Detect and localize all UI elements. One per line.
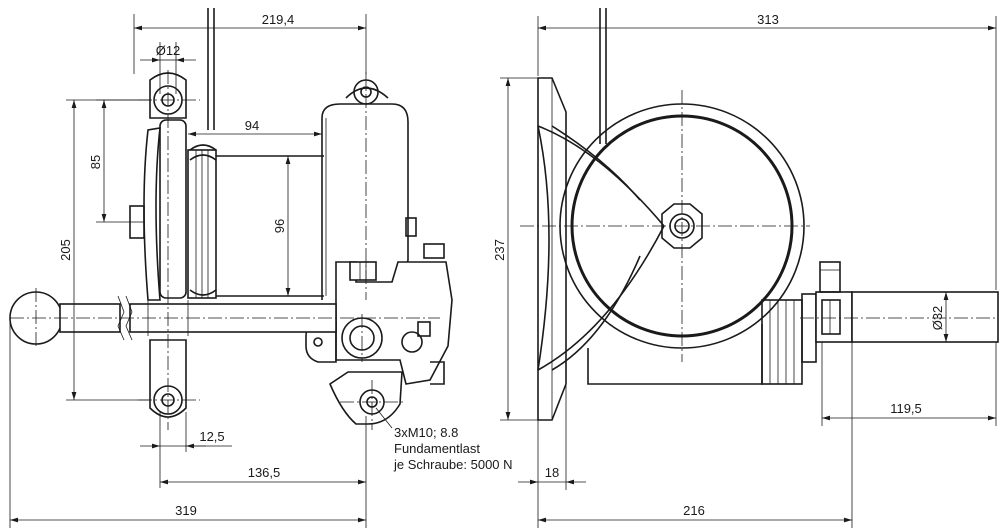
- note-line-2: Fundamentlast: [394, 441, 480, 456]
- dim-319: 319: [175, 503, 197, 518]
- front-view-dimensions: 219,4 Ø12 94 85 96 205 12,5 13: [9, 12, 393, 528]
- dim-119-5: 119,5: [890, 401, 922, 416]
- side-view-dimensions: 313 237 Ø32 119,5 18 216: [492, 12, 997, 528]
- side-view: [520, 8, 999, 421]
- dim-85: 85: [88, 155, 103, 169]
- bolt-note: 3xM10; 8.8 Fundamentlast je Schraube: 50…: [393, 425, 513, 472]
- front-view: [9, 8, 453, 430]
- dim-216: 216: [683, 503, 705, 518]
- dim-32-dia: Ø32: [930, 306, 945, 331]
- dim-205: 205: [58, 239, 73, 261]
- dim-237: 237: [492, 239, 507, 261]
- dim-18: 18: [545, 465, 559, 480]
- dim-313: 313: [757, 12, 779, 27]
- dim-12-dia: Ø12: [156, 43, 181, 58]
- dim-94: 94: [245, 118, 259, 133]
- note-line-3: je Schraube: 5000 N: [393, 457, 513, 472]
- dim-96: 96: [272, 219, 287, 233]
- dim-219-4: 219,4: [262, 12, 295, 27]
- note-line-1: 3xM10; 8.8: [394, 425, 458, 440]
- dim-12-5: 12,5: [199, 429, 224, 444]
- dim-136-5: 136,5: [248, 465, 281, 480]
